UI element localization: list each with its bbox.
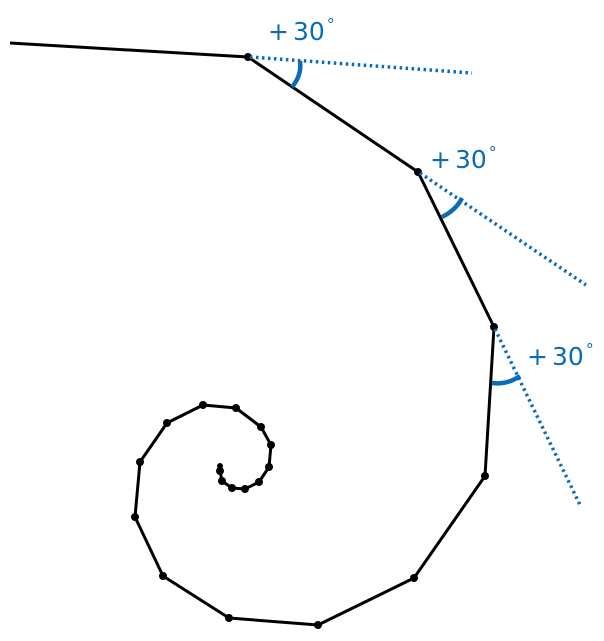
vertex [163, 419, 171, 427]
angle-label: +30° [268, 15, 335, 46]
vertex [217, 463, 223, 469]
vertex [267, 441, 275, 449]
vertex [199, 401, 207, 409]
vertex [131, 513, 139, 521]
vertex [244, 53, 252, 61]
vertex [257, 423, 265, 431]
spiral-path [9, 41, 496, 627]
vertex [255, 478, 263, 486]
vertex [265, 463, 273, 471]
vertex [410, 574, 418, 582]
angle-arc [491, 374, 522, 386]
vertex [314, 621, 322, 629]
angle-arc [440, 196, 465, 220]
vertex [225, 614, 233, 622]
angle-label: +30° [430, 143, 497, 174]
vertex [216, 467, 224, 475]
vertex [159, 572, 167, 580]
vertex [481, 472, 489, 480]
spiral-vertices [131, 53, 498, 629]
vertex [228, 484, 236, 492]
angle-arc [290, 60, 303, 89]
extension-line [249, 55, 473, 75]
vertex [241, 485, 249, 493]
vertex [218, 477, 226, 485]
vertex [136, 458, 144, 466]
angle-label: +30° [527, 340, 594, 371]
vertex [232, 404, 240, 412]
